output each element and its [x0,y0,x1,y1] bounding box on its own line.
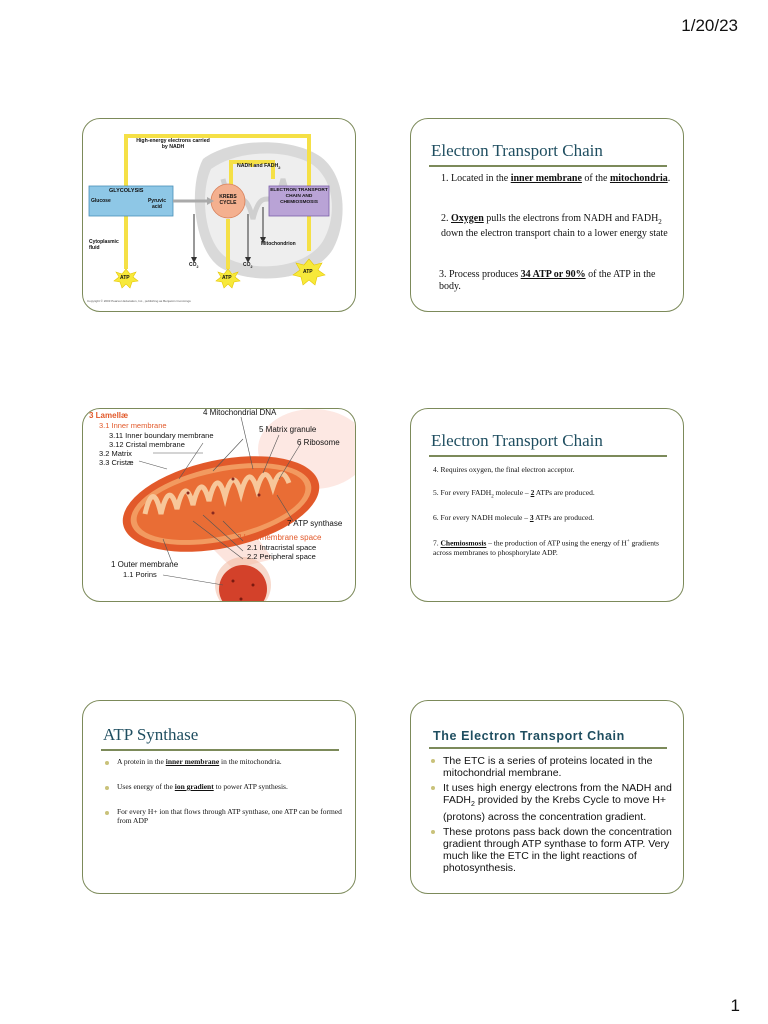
slide-title: ATP Synthase [103,725,199,744]
label-pyruvic-acid: Pyruvic acid [147,198,167,210]
title-rule [429,455,667,457]
page-number: 1 [730,996,740,1015]
title-rule [101,749,339,751]
label-inner-boundary: 3.11 Inner boundary membrane [109,431,214,440]
point-7: 7. Chemiosmosis – the production of ATP … [433,538,659,557]
label-lamellae: 3 Lamellæ [89,411,129,420]
label-glucose: Glucose [91,198,111,204]
list-item: It uses high energy electrons from the N… [431,782,673,823]
label-matrix: 3.2 Matrix [99,449,132,458]
label-high-energy: High-energy electrons carried by NADH [136,138,210,150]
point-2: 2. Oxygen pulls the electrons from NADH … [441,213,668,239]
list-item: Uses energy of the ion gradient to power… [105,782,349,791]
label-cristae: 3.3 Cristæ [99,458,134,467]
label-co2-1: CO2 [189,262,199,269]
label-intracristal-space: 2.1 Intracristal space [247,543,317,552]
page-date: 1/20/23 [681,16,738,35]
mitochondrion-illustration [122,409,355,601]
label-peripheral-space: 2.2 Peripheral space [247,552,316,561]
label-ribosome: 6 Ribosome [297,438,340,447]
label-cytoplasmic-fluid: Cytoplasmic fluid [89,239,119,251]
label-atp-2: ATP [222,275,232,281]
label-atp-1: ATP [120,275,130,281]
label-atp-synthase: 7 ATP synthase [287,519,343,528]
list-item: For every H+ ion that flows through ATP … [105,807,349,825]
bullet-list: The ETC is a series of proteins located … [431,755,673,874]
point-5: 5. For every FADH2 molecule – 2 ATPs are… [433,488,595,500]
label-outer-membrane: 1 Outer membrane [111,560,179,569]
point-3: 3. Process produces 34 ATP or 90% of the… [439,269,656,292]
slide-title: Electron Transport Chain [431,141,603,160]
point-1: 1. Located in the inner membrane of the … [441,173,671,184]
label-intermembrane-space: 2 Intermembrane space [237,533,322,542]
list-item: These protons pass back down the concent… [431,826,673,874]
point-6: 6. For every NADH molecule – 3 ATPs are … [433,513,595,522]
label-matrix-granule: 5 Matrix granule [259,425,317,434]
label-cristal-membrane: 3.12 Cristal membrane [109,440,185,449]
slide-etc-summary: The Electron Transport Chain The ETC is … [410,700,684,894]
label-nadh-fadh: NADH and FADH2 [237,163,281,171]
label-atp-3: ATP [303,269,313,275]
label-krebs-cycle: KREBS CYCLE [219,194,237,206]
copyright-note: Copyright © 2003 Pearson Education, Inc.… [87,299,191,303]
list-item: A protein in the inner membrane in the m… [105,757,349,766]
slide-title: The Electron Transport Chain [433,729,625,743]
slide-etc-1: Electron Transport Chain 1. Located in t… [410,118,684,312]
slide-atp-synthase: ATP Synthase A protein in the inner memb… [82,700,356,894]
label-mitochondrion: Mitochondrion [261,241,296,247]
label-mitochondrial-dna: 4 Mitochondrial DNA [203,408,277,417]
list-item: The ETC is a series of proteins located … [431,755,673,779]
title-rule [429,747,667,749]
bullet-list: A protein in the inner membrane in the m… [105,757,349,825]
slide-etc-2: Electron Transport Chain 4. Requires oxy… [410,408,684,602]
respiration-diagram [88,134,343,289]
label-inner-membrane: 3.1 Inner membrane [99,421,167,430]
slide-respiration-diagram: High-energy electrons carried by NADH NA… [82,118,356,312]
title-rule [429,165,667,167]
label-co2-2: CO2 [243,262,253,269]
label-porins: 1.1 Porins [123,570,157,579]
slide-title: Electron Transport Chain [431,431,603,450]
label-glycolysis: GLYCOLYSIS [109,188,144,194]
label-etc: ELECTRON TRANSPORT CHAIN AND CHEMIOSMOSI… [270,188,328,205]
point-4: 4. Requires oxygen, the final electron a… [433,465,575,474]
slide-mitochondrion-anatomy: 3 Lamellæ 3.1 Inner membrane 3.11 Inner … [82,408,356,602]
